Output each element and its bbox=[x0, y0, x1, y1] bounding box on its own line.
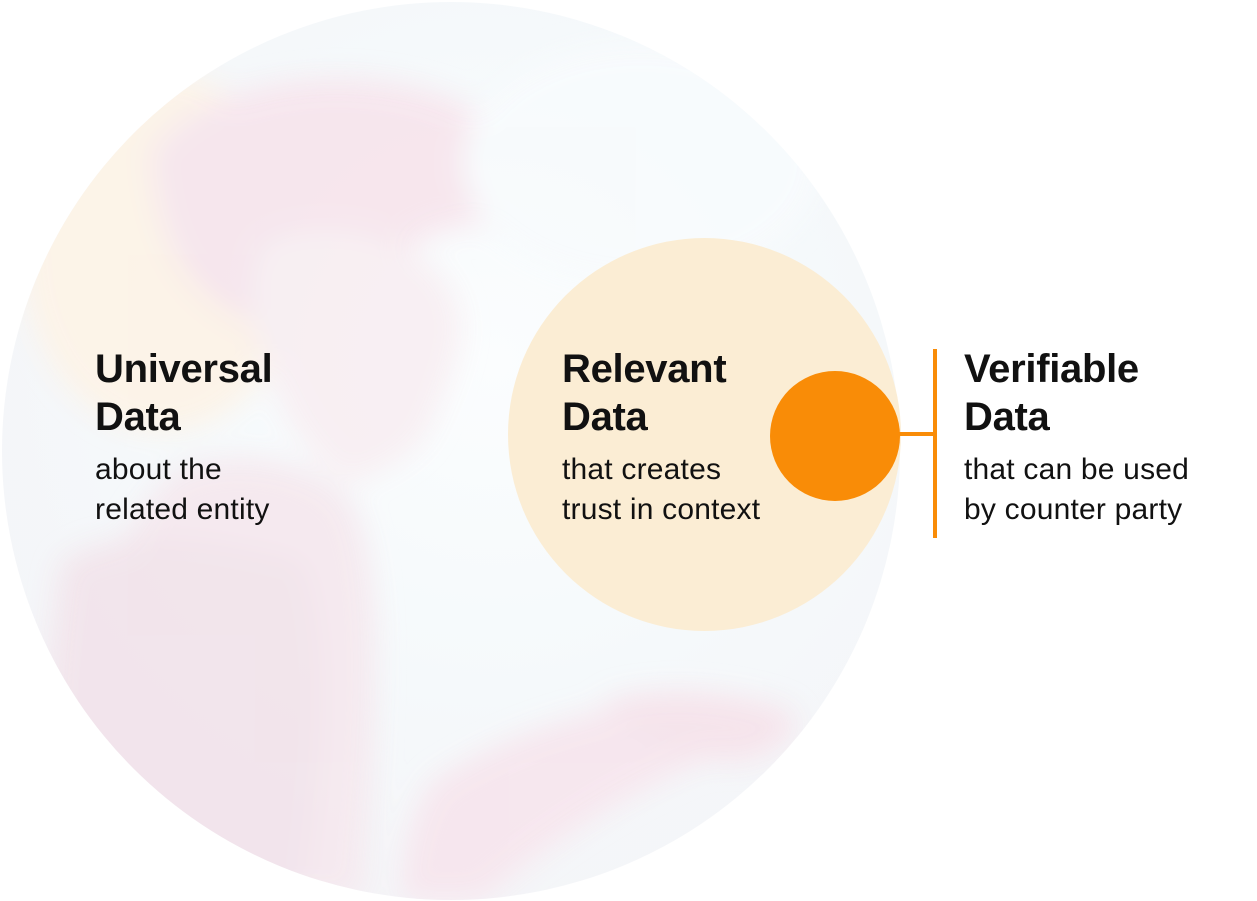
person-illustration bbox=[22, 42, 822, 900]
universal-data-title: Universal Data bbox=[95, 345, 273, 441]
universal-data-description: about the related entity bbox=[95, 450, 272, 530]
verifiable-desc-line1: that can be used bbox=[964, 453, 1190, 486]
universal-title-line1: Universal bbox=[95, 347, 273, 391]
verifiable-desc-line2: by counter party bbox=[964, 493, 1183, 526]
universal-data-label: Universal Data about the related entity bbox=[95, 345, 273, 530]
relevant-title-line2: Data bbox=[562, 395, 648, 439]
relevant-desc-line2: trust in context bbox=[562, 493, 761, 526]
relevant-title-line1: Relevant bbox=[562, 347, 727, 391]
verifiable-bracket-line bbox=[933, 349, 937, 538]
connector-line bbox=[898, 432, 936, 436]
relevant-desc-line1: that creates bbox=[562, 453, 722, 486]
relevant-data-description: that creates trust in context bbox=[562, 450, 760, 530]
verifiable-title-line1: Verifiable bbox=[964, 347, 1139, 391]
universal-title-line2: Data bbox=[95, 395, 181, 439]
relevant-data-title: Relevant Data bbox=[562, 345, 760, 441]
universal-desc-line2: related entity bbox=[95, 493, 270, 526]
relevant-data-label: Relevant Data that creates trust in cont… bbox=[562, 345, 760, 530]
verifiable-data-description: that can be used by counter party bbox=[964, 450, 1189, 530]
verifiable-data-label: Verifiable Data that can be used by coun… bbox=[964, 345, 1189, 530]
universal-desc-line1: about the bbox=[95, 453, 222, 486]
verifiable-data-title: Verifiable Data bbox=[964, 345, 1189, 441]
verifiable-title-line2: Data bbox=[964, 395, 1050, 439]
verifiable-data-circle bbox=[770, 371, 900, 501]
